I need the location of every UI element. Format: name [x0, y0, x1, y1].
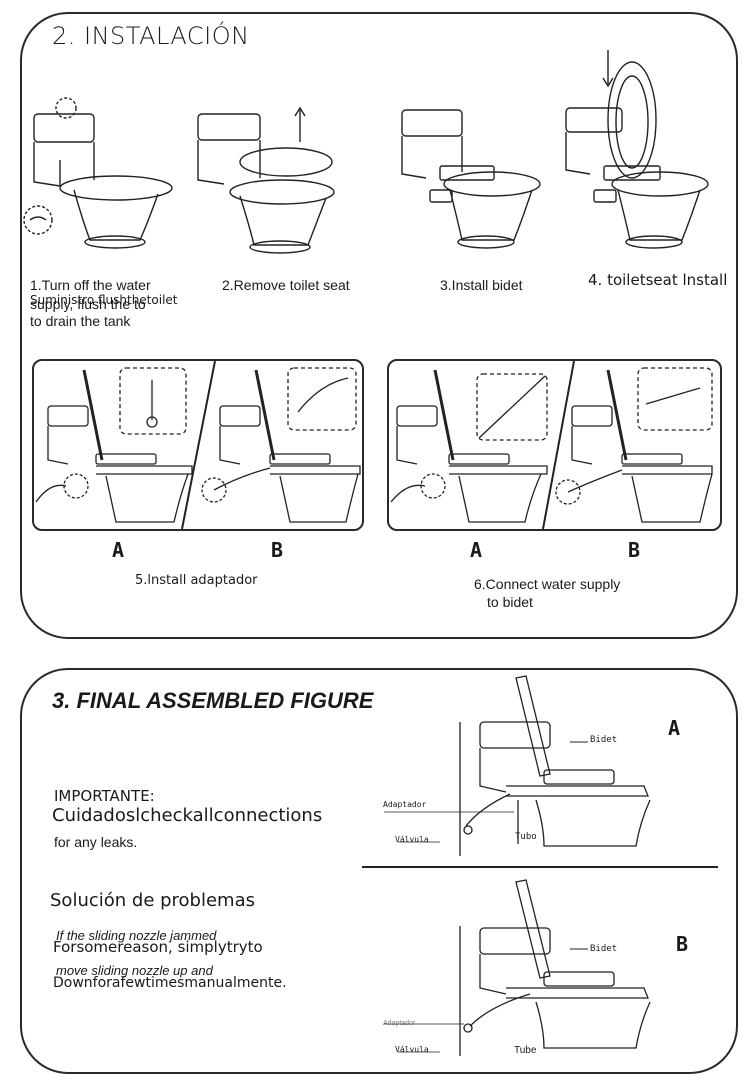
connect-panel	[387, 359, 722, 531]
step1-caption-line1: 1.Turn off the water	[30, 277, 151, 293]
step3-toilet-illustration	[401, 109, 541, 249]
adapter-label-b: B	[271, 538, 284, 562]
connect-a-illustration	[390, 369, 548, 523]
final-figure-heading: 3. FINAL ASSEMBLED FIGURE	[52, 688, 374, 713]
connect-caption-line1: 6.Connect water supply	[474, 576, 621, 592]
adapter-panel-divider	[181, 360, 216, 530]
figure-b-tube-label: Tube	[514, 1045, 537, 1056]
figure-a-letter: A	[668, 716, 681, 740]
adapter-a-illustration	[35, 367, 193, 523]
figure-b-letter: B	[676, 932, 689, 956]
step2-caption: 2.Remove toilet seat	[222, 277, 350, 293]
figure-a-bidet-label: Bidet	[590, 735, 618, 745]
figure-a-tube-label: Tubo	[515, 832, 537, 842]
adapter-b-illustration	[201, 367, 361, 523]
final-figure-b-illustration	[384, 879, 651, 1056]
figure-divider	[362, 866, 718, 868]
installation-panel	[20, 12, 738, 639]
connect-caption-line2: to bidet	[487, 594, 533, 610]
trouble-line2: Forsomereason, simplytryto	[53, 938, 263, 956]
important-line2: for any leaks.	[54, 834, 138, 850]
step4-caption: 4. toiletseat lnstall	[588, 271, 728, 289]
figure-a-valve-label: Válvula	[395, 835, 429, 844]
step1-toilet-illustration	[23, 97, 173, 249]
connect-label-b: B	[628, 538, 641, 562]
trouble-line4: Downforafewtimesmanualmente.	[53, 975, 287, 991]
trouble-line3: move sliding nozzle up and	[56, 963, 213, 978]
adapter-panel	[32, 359, 364, 531]
adapter-label-a: A	[112, 538, 125, 562]
installation-heading: 2. INSTALACIÓN	[52, 22, 250, 50]
step4-toilet-illustration	[565, 50, 709, 249]
important-label: IMPORTANTE:	[54, 787, 155, 805]
trouble-line1: If the sliding nozzle jammed	[56, 928, 217, 943]
adapter-caption: 5.lnstall adaptador	[135, 573, 258, 588]
connect-label-a: A	[470, 538, 483, 562]
connect-b-illustration	[555, 367, 713, 523]
step1-caption-line2: supply, flush the to	[30, 296, 146, 312]
step3-caption: 3.Install bidet	[440, 277, 523, 293]
connect-panel-divider	[542, 360, 575, 530]
step1-caption-line3: to drain the tank	[30, 313, 131, 329]
figure-b-valve-label: Válvula	[395, 1045, 429, 1054]
step1-caption-overlay: Suministro flushthetoilet	[30, 293, 178, 307]
troubleshoot-heading: Solución de problemas	[50, 890, 255, 911]
figure-b-bidet-label: Bidet	[590, 944, 618, 954]
figure-b-adapter-label: Adaptador	[383, 1020, 416, 1027]
figure-a-adapter-label: Adaptador	[383, 800, 427, 809]
step2-toilet-illustration	[197, 106, 335, 254]
final-figure-a-illustration	[384, 675, 651, 856]
final-figure-panel	[20, 668, 738, 1074]
important-line1: Cuidadoslcheckallconnections	[52, 805, 323, 826]
